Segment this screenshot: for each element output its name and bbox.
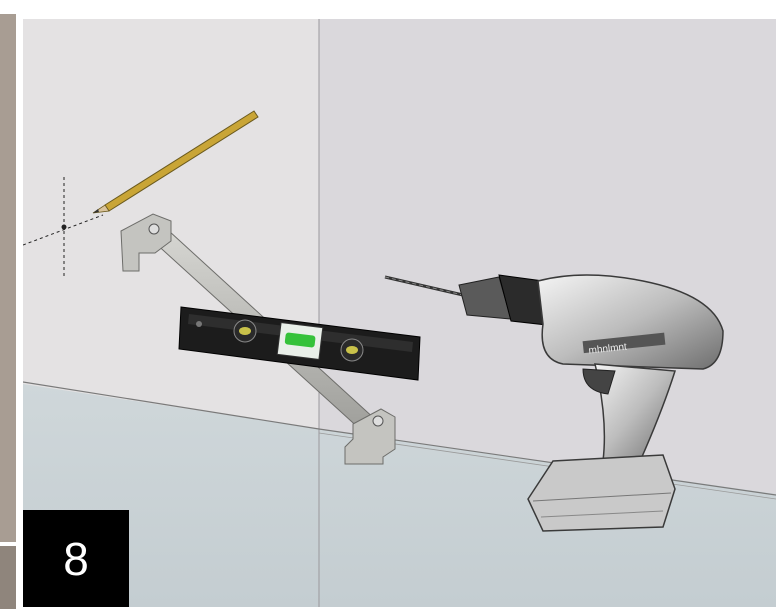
step-number: 8	[63, 532, 89, 586]
left-edge-strip	[0, 14, 16, 542]
crosshair-center	[62, 225, 67, 230]
step-number-badge: 8	[23, 510, 129, 607]
illustration-scene: mhnlmnt	[23, 19, 776, 607]
installation-illustration: mhnlmnt	[23, 19, 776, 607]
left-edge-strip-lower	[0, 546, 16, 609]
